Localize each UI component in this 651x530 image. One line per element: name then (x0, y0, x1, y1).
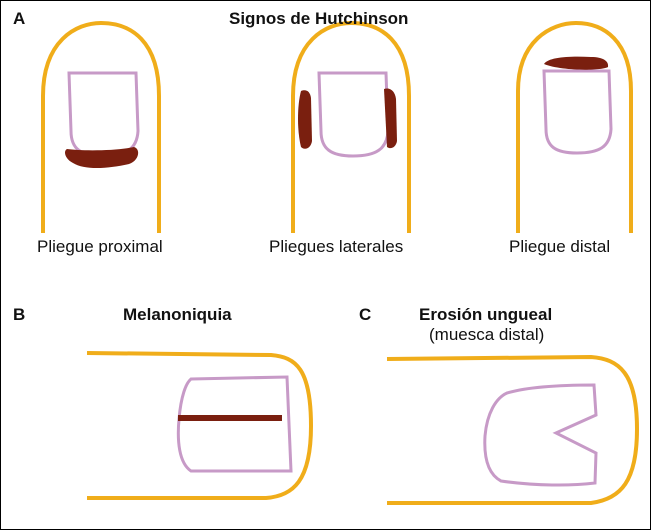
caption-lateral-folds: Pliegues laterales (269, 237, 404, 256)
finger-nail-erosion (386, 354, 640, 505)
nail-plate-outline (317, 71, 390, 158)
finger-distal-fold (516, 20, 633, 233)
caption-distal-fold: Pliegue distal (509, 237, 611, 256)
panel-b-title: Melanoniquia (123, 305, 232, 324)
panel-c-title: Erosión ungueal (419, 305, 553, 324)
panel-letter-a: A (13, 9, 26, 28)
pigment-left-lateral-fold (298, 90, 312, 149)
finger-outline (41, 20, 161, 233)
caption-proximal-fold: Pliegue proximal (37, 237, 163, 256)
pigment-right-lateral-fold (384, 88, 397, 149)
nail-plate-outline (176, 375, 293, 473)
nail-plate-outline (67, 71, 140, 158)
finger-outline (386, 354, 640, 505)
nail-plate-outline (483, 383, 598, 487)
nail-plate-outline (542, 69, 613, 155)
finger-outline (291, 20, 411, 233)
panel-c-subtitle: (muesca distal) (429, 325, 545, 344)
finger-outline (516, 20, 633, 233)
panel-a-title: Signos de Hutchinson (229, 9, 409, 28)
panel-letter-c: C (359, 305, 372, 324)
finger-lateral-folds (291, 20, 411, 233)
finger-melanonychia (86, 351, 314, 500)
finger-outline (86, 351, 314, 500)
pigment-distal-fold (544, 56, 609, 70)
pigment-proximal-fold (65, 147, 139, 169)
panel-letter-b: B (13, 305, 26, 324)
finger-proximal-fold (41, 20, 161, 233)
